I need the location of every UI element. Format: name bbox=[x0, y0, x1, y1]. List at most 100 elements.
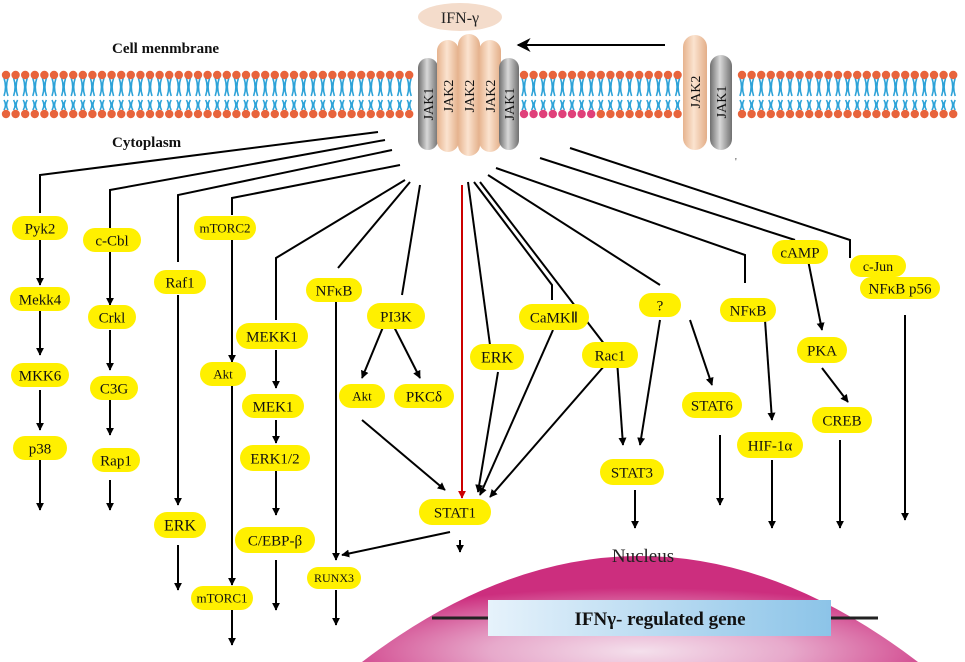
lipid-tail bbox=[387, 99, 393, 111]
pathway-nodes: Pyk2Mekk4MKK6p38c-CblCrklC3GRap1Raf1ERKm… bbox=[10, 216, 940, 610]
lipid-tail bbox=[310, 77, 316, 97]
pathway-branch bbox=[275, 179, 406, 320]
node-pi3k: PI3K bbox=[367, 303, 425, 329]
lipid-head bbox=[261, 109, 270, 119]
node-label: Rap1 bbox=[100, 453, 132, 469]
lipid-head bbox=[901, 109, 910, 119]
lipid-tail bbox=[748, 99, 755, 111]
lipid-tail bbox=[912, 77, 918, 97]
lipid-tail bbox=[578, 77, 585, 97]
lipid-head bbox=[519, 109, 529, 119]
lipid-head bbox=[88, 70, 97, 80]
lipid-tail bbox=[883, 99, 889, 111]
lipid-tail bbox=[844, 77, 851, 97]
jak2-inactive bbox=[683, 35, 707, 150]
lipid-head bbox=[40, 70, 49, 80]
node-label: C/EBP-β bbox=[248, 533, 302, 549]
lipid-tail bbox=[320, 77, 326, 97]
node-label: cAMP bbox=[780, 245, 819, 261]
node-label: MEK1 bbox=[253, 399, 294, 415]
lipid-tail bbox=[80, 99, 86, 111]
lipid-tail bbox=[674, 77, 681, 97]
lipid-head bbox=[136, 109, 145, 119]
lipid-head bbox=[939, 109, 948, 119]
jak2-left-outer bbox=[437, 40, 459, 152]
lipid-tail bbox=[569, 77, 575, 97]
lipid-tail bbox=[636, 99, 642, 111]
lipid-head bbox=[328, 70, 337, 80]
node-stat3: STAT3 bbox=[600, 459, 664, 485]
lipid-head bbox=[49, 109, 59, 119]
node-label: C3G bbox=[100, 381, 129, 397]
lipid-tail bbox=[195, 77, 201, 97]
lipid-tail bbox=[80, 77, 86, 97]
lipid-head bbox=[232, 70, 241, 80]
lipid-head bbox=[97, 109, 107, 119]
lipid-head bbox=[289, 70, 299, 80]
node-akt-b: Akt bbox=[339, 384, 385, 408]
jak2-right bbox=[479, 40, 501, 152]
node-label: Crkl bbox=[99, 310, 126, 326]
node-label: p38 bbox=[29, 441, 52, 457]
lipid-tail bbox=[873, 99, 880, 111]
lipid-tail bbox=[166, 77, 172, 97]
lipid-tail bbox=[128, 77, 134, 97]
lipid-tail bbox=[835, 99, 841, 111]
lipid-head bbox=[567, 70, 577, 80]
node-label: ? bbox=[657, 298, 664, 314]
pathway-edge bbox=[637, 319, 661, 446]
lipid-tail bbox=[921, 99, 928, 111]
lipid-head bbox=[241, 70, 251, 80]
pathway-edge bbox=[616, 359, 627, 446]
lipid-tail bbox=[368, 99, 374, 111]
lipid-tail bbox=[864, 77, 870, 97]
lipid-head bbox=[69, 70, 78, 80]
lipid-tail bbox=[787, 99, 793, 111]
lipid-head bbox=[395, 70, 404, 80]
lipid-tail bbox=[646, 99, 652, 111]
lipid-head bbox=[126, 109, 135, 119]
lipid-tail bbox=[665, 99, 671, 111]
lipid-head bbox=[615, 109, 625, 119]
lipid-head bbox=[776, 70, 785, 80]
node-label: PI3K bbox=[380, 309, 412, 325]
pathway-branch bbox=[109, 139, 386, 228]
node-label: PKA bbox=[807, 343, 837, 359]
lipid-tail bbox=[147, 77, 153, 97]
lipid-tail bbox=[204, 77, 211, 97]
lipid-head bbox=[69, 109, 78, 119]
node-camkii: CaMKⅡ bbox=[519, 304, 589, 330]
lipid-tail bbox=[233, 99, 240, 111]
lipid-tail bbox=[22, 77, 28, 97]
lipid-tail bbox=[931, 77, 937, 97]
lipid-tail bbox=[300, 77, 307, 97]
lipid-tail bbox=[3, 99, 9, 111]
lipid-tail bbox=[626, 77, 633, 97]
lipid-head bbox=[251, 109, 260, 119]
lipid-head bbox=[843, 70, 852, 80]
lipid-tail bbox=[844, 99, 851, 111]
node-stat6: STAT6 bbox=[682, 392, 742, 418]
lipid-head bbox=[184, 70, 193, 80]
lipid-head bbox=[881, 70, 891, 80]
lipid-head bbox=[145, 109, 155, 119]
jak1-inactive bbox=[710, 55, 732, 150]
lipid-tail bbox=[224, 77, 230, 97]
lipid-tail bbox=[559, 77, 566, 97]
node-label: c-Jun bbox=[863, 260, 893, 275]
lipid-head bbox=[232, 109, 241, 119]
node-nfkb-a: NFκB bbox=[306, 278, 362, 302]
lipid-tail bbox=[521, 77, 527, 97]
lipid-head bbox=[97, 70, 107, 80]
cell-membrane bbox=[1, 70, 958, 119]
node-label: NFκB bbox=[730, 303, 767, 319]
lipid-head bbox=[910, 70, 919, 80]
lipid-tail bbox=[396, 77, 403, 97]
lipid-tail bbox=[912, 99, 918, 111]
lipid-head bbox=[203, 70, 212, 80]
lipid-tail bbox=[32, 99, 38, 111]
node-unknown: ? bbox=[639, 293, 681, 317]
lipid-head bbox=[405, 109, 414, 119]
lipid-head bbox=[577, 70, 586, 80]
